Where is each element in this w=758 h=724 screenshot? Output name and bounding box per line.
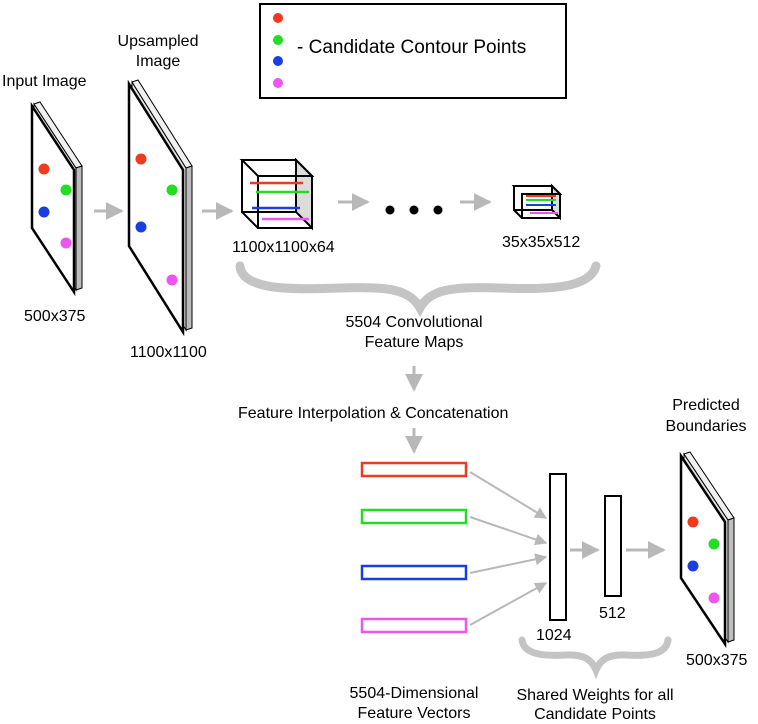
output-size-label: 500x375 — [686, 652, 748, 669]
shared-weights-label-line2: Candidate Points — [534, 706, 656, 723]
feature-vector-blue — [360, 564, 468, 581]
output-red-dot — [687, 516, 699, 528]
conv-maps-brace — [235, 261, 601, 318]
shared-weights-brace — [518, 636, 672, 680]
legend: - Candidate Contour Points — [259, 3, 567, 99]
output-blue-dot — [687, 560, 699, 572]
upsampled-red-dot — [135, 153, 147, 165]
arrow-magenta-vector — [469, 582, 548, 626]
conv-first-size-label: 1100x1100x64 — [232, 239, 335, 256]
input-magenta-dot — [60, 237, 72, 249]
upsampled-size-label: 1100x1100 — [130, 344, 207, 361]
layer-1024-box — [549, 473, 567, 621]
upsampled-label-line1: Upsampled — [117, 33, 199, 50]
input-blue-dot — [38, 206, 50, 218]
layer-512-box — [604, 495, 622, 597]
predicted-boundaries-plane — [679, 451, 735, 649]
upsampled-image-plane — [127, 79, 193, 337]
input-green-dot — [60, 184, 72, 196]
output-magenta-dot — [708, 592, 720, 604]
legend-red-dot — [273, 13, 283, 23]
conv-last-size-label: 35x35x512 — [502, 234, 581, 251]
legend-blue-dot — [273, 56, 283, 66]
legend-magenta-dot — [273, 78, 283, 88]
predicted-label-line2: Boundaries — [665, 418, 747, 435]
conv-maps-label-line1: 5504 Convolutional — [345, 314, 483, 331]
conv-cube-first — [239, 157, 315, 231]
interpolation-label: Feature Interpolation & Concatenation — [238, 405, 509, 422]
input-red-dot — [38, 163, 50, 175]
legend-green-dot — [273, 35, 283, 45]
output-green-dot — [708, 538, 720, 550]
feature-vector-magenta — [360, 617, 468, 634]
conv-cube-last — [511, 183, 563, 221]
vectors-label-line2: Feature Vectors — [357, 705, 471, 722]
input-image-plane — [30, 101, 83, 297]
feature-vector-red — [360, 461, 468, 478]
layer-1024-label: 1024 — [536, 627, 572, 644]
upsampled-magenta-dot — [166, 274, 178, 286]
shared-weights-label-line1: Shared Weights for all — [516, 687, 674, 704]
input-image-label: Input Image — [2, 73, 87, 90]
ellipsis-dots — [385, 205, 443, 215]
upsampled-label-line2: Image — [135, 53, 181, 70]
upsampled-green-dot — [166, 184, 178, 196]
legend-text: - Candidate Contour Points — [297, 37, 527, 58]
feature-vector-green — [360, 508, 468, 525]
input-size-label: 500x375 — [24, 308, 86, 325]
conv-maps-label-line2: Feature Maps — [364, 334, 464, 351]
predicted-label-line1: Predicted — [672, 397, 740, 414]
vectors-label-line1: 5504-Dimensional — [349, 685, 479, 702]
arrow-red-vector — [469, 471, 548, 519]
arrow-green-vector — [469, 516, 548, 546]
upsampled-blue-dot — [135, 221, 147, 233]
layer-512-label: 512 — [599, 605, 626, 622]
arrow-blue-vector — [469, 553, 548, 574]
